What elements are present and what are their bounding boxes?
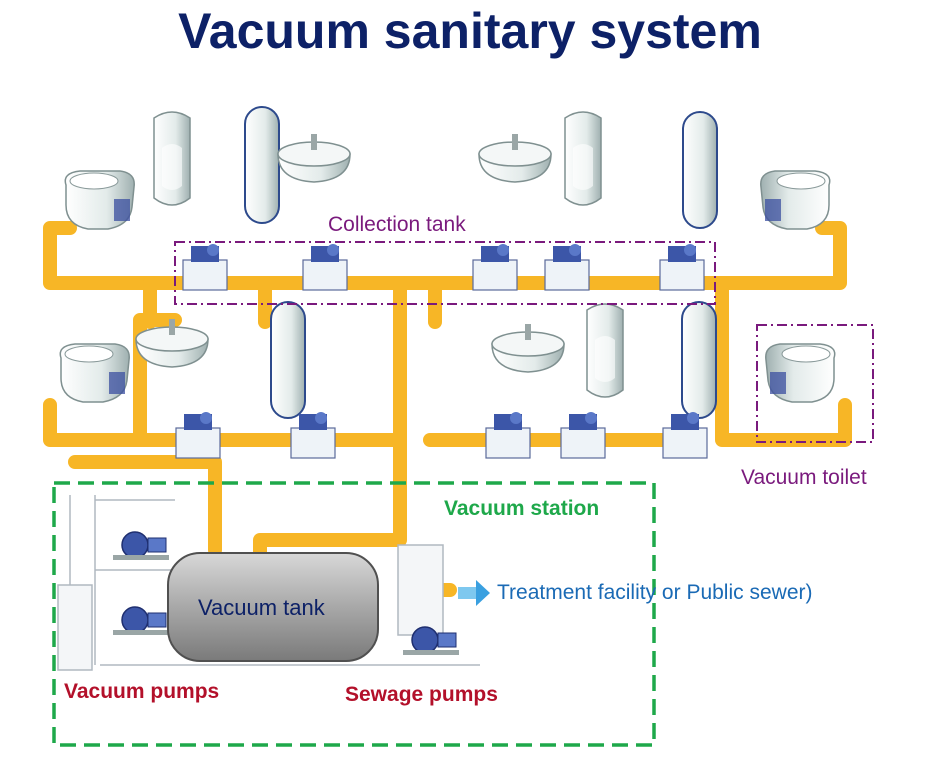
page-title: Vacuum sanitary system bbox=[178, 3, 762, 59]
collection-tank-icon bbox=[485, 411, 531, 459]
collection-tank-icon bbox=[290, 411, 336, 459]
flow-arrow-icon bbox=[458, 580, 490, 606]
sewage-pumps-label: Sewage pumps bbox=[345, 683, 498, 706]
sink-icon bbox=[491, 323, 565, 373]
water-heater-icon bbox=[270, 301, 306, 419]
vacuum-tank-label: Vacuum tank bbox=[198, 595, 325, 620]
vacuum-toilet-box bbox=[756, 324, 874, 443]
pump-icon bbox=[112, 606, 170, 636]
collection-tank-icon bbox=[302, 243, 348, 291]
collection-tank-box bbox=[174, 241, 716, 305]
vacuum-toilet-label: Vacuum toilet bbox=[741, 466, 867, 489]
station-frame bbox=[57, 495, 480, 671]
collection-tank-icon bbox=[175, 411, 221, 459]
urinal-icon bbox=[153, 111, 191, 206]
collection-tank-icon bbox=[544, 243, 590, 291]
vacuum-station-box bbox=[52, 481, 656, 747]
toilet-icon bbox=[760, 170, 831, 230]
collection-tank-icon bbox=[560, 411, 606, 459]
water-heater-icon bbox=[682, 111, 718, 229]
toilet-icon bbox=[59, 343, 130, 403]
collection-tank-label: Collection tank bbox=[328, 213, 466, 236]
water-heater-icon bbox=[681, 301, 717, 419]
collection-tank-icon bbox=[182, 243, 228, 291]
vacuum-pumps-label: Vacuum pumps bbox=[64, 680, 220, 703]
collection-tank-icon bbox=[472, 243, 518, 291]
pipe-network bbox=[43, 221, 852, 632]
vacuum-tank bbox=[167, 552, 379, 662]
toilet-icon bbox=[765, 343, 836, 403]
water-heater-icon bbox=[244, 106, 280, 224]
urinal-icon bbox=[586, 303, 624, 398]
pump-icon bbox=[112, 531, 170, 561]
sink-icon bbox=[478, 133, 552, 183]
toilet-icon bbox=[64, 170, 135, 230]
treatment-facility-label: Treatment facility or Public sewer) bbox=[497, 581, 813, 604]
urinal-icon bbox=[564, 111, 602, 206]
sink-icon bbox=[277, 133, 351, 183]
collection-tank-icon bbox=[659, 243, 705, 291]
vacuum-station-label: Vacuum station bbox=[444, 497, 600, 520]
